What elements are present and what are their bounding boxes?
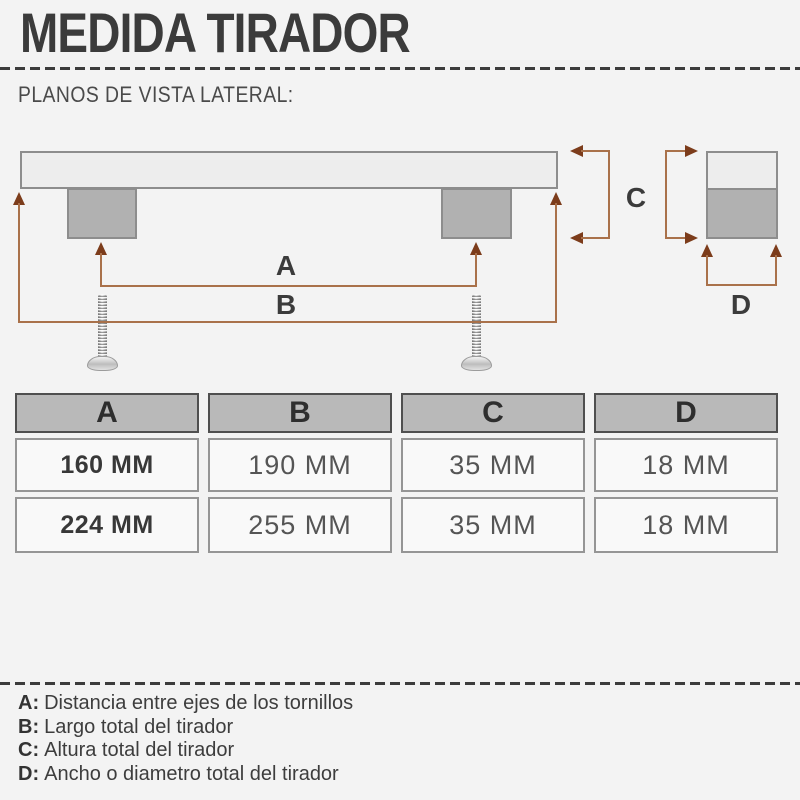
dimension-b-line: [555, 203, 557, 323]
dimension-c-arrow-bottom-right: [685, 232, 698, 244]
handle-leg-left: [67, 188, 137, 239]
dimension-c-arrow-bottom-left: [570, 232, 583, 244]
dimension-d-line: [775, 255, 777, 286]
screw-right-head: [461, 356, 492, 371]
table-cell: 160 MM: [15, 438, 199, 492]
dimension-d-line: [706, 284, 777, 286]
dimension-a-line: [100, 253, 102, 287]
table-cell: 18 MM: [594, 438, 778, 492]
dimension-c-line: [667, 237, 696, 239]
legend: A:Distancia entre ejes de los tornillos …: [18, 692, 353, 786]
table-header-d: D: [594, 393, 778, 433]
divider-dashed-bottom: [0, 682, 800, 685]
legend-text-c: Altura total del tirador: [44, 739, 235, 761]
handle-leg-right: [441, 188, 512, 239]
legend-text-b: Largo total del tirador: [44, 715, 234, 738]
table-cell: 255 MM: [208, 497, 392, 553]
legend-key-c: C:: [18, 739, 40, 761]
dimension-b-label: B: [275, 289, 297, 320]
page-title: MEDIDA TIRADOR: [20, 1, 411, 64]
legend-item-b: B:Largo total del tirador: [18, 716, 353, 740]
handle-end-view-leg: [708, 188, 776, 237]
screw-left-head: [87, 356, 118, 371]
dimension-d-arrow-left: [701, 244, 713, 257]
dimension-a-arrow-left: [95, 242, 107, 255]
dimension-c-arrow-top-left: [570, 145, 583, 157]
dimension-b-line: [18, 321, 557, 323]
legend-item-d: D:Ancho o diametro total del tirador: [18, 763, 353, 787]
screw-right-shaft: [472, 294, 481, 358]
dimension-a-line: [475, 253, 477, 287]
table-header-c: C: [401, 393, 585, 433]
table-cell: 35 MM: [401, 497, 585, 553]
section-subtitle: PLANOS DE VISTA LATERAL:: [18, 82, 294, 107]
legend-item-c: C:Altura total del tirador: [18, 739, 353, 763]
dimension-d-label: D: [730, 289, 752, 320]
measurements-table: A B C D 160 MM 190 MM 35 MM 18 MM 224 MM…: [15, 393, 778, 553]
dimension-a-arrow-right: [470, 242, 482, 255]
dimension-b-arrow-left: [13, 192, 25, 205]
legend-key-a: A:: [18, 692, 40, 714]
dimension-d-arrow-right: [770, 244, 782, 257]
dimension-c-line: [665, 150, 667, 239]
table-cell: 35 MM: [401, 438, 585, 492]
table-cell: 224 MM: [15, 497, 199, 553]
dimension-c-arrow-top-right: [685, 145, 698, 157]
legend-key-d: D:: [18, 762, 40, 785]
handle-end-view: [706, 151, 778, 239]
screw-left-shaft: [98, 294, 107, 358]
divider-dashed-top: [0, 67, 800, 70]
dimension-a-line: [100, 285, 477, 287]
table-cell: 190 MM: [208, 438, 392, 492]
table-cell: 18 MM: [594, 497, 778, 553]
dimension-b-line: [18, 203, 20, 323]
dimension-c-line: [608, 150, 610, 239]
dimension-c-label: C: [625, 182, 647, 213]
dimension-c-line: [581, 150, 610, 152]
dimension-c-line: [581, 237, 610, 239]
legend-key-b: B:: [18, 715, 40, 738]
legend-text-a: Distancia entre ejes de los tornillos: [44, 692, 354, 714]
dimension-c-line: [667, 150, 696, 152]
table-header-a: A: [15, 393, 199, 433]
handle-bar: [20, 151, 558, 189]
dimension-a-label: A: [275, 250, 297, 281]
legend-text-d: Ancho o diametro total del tirador: [44, 762, 339, 785]
dimension-b-arrow-right: [550, 192, 562, 205]
legend-item-a: A:Distancia entre ejes de los tornillos: [18, 692, 353, 716]
table-header-b: B: [208, 393, 392, 433]
dimension-d-line: [706, 255, 708, 286]
